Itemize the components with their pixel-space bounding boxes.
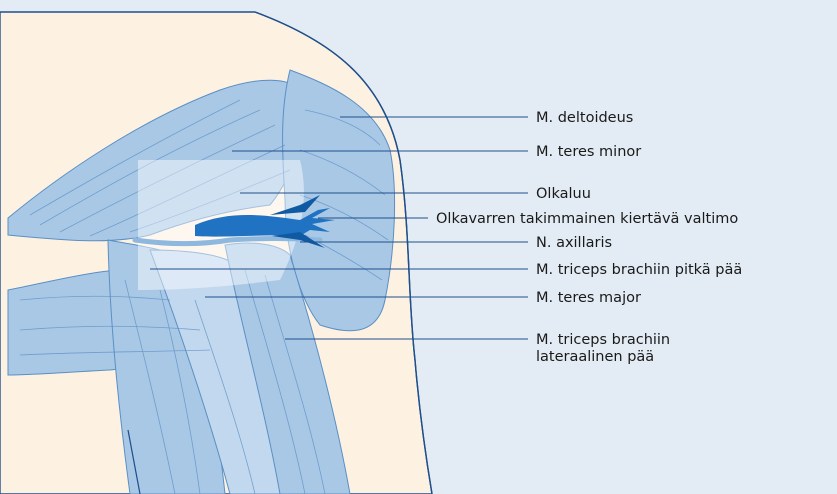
label-axillaris: N. axillaris (536, 235, 612, 251)
label-deltoideus: M. deltoideus (536, 110, 633, 126)
label-triceps-lateraalinen-line2: lateraalinen pää (536, 349, 654, 365)
label-olkaluu: Olkaluu (536, 186, 591, 202)
label-teres-minor: M. teres minor (536, 144, 641, 160)
label-triceps-pitka: M. triceps brachiin pitkä pää (536, 262, 742, 278)
label-triceps-lateraalinen-line1: M. triceps brachiin (536, 332, 670, 348)
label-teres-major: M. teres major (536, 290, 641, 306)
label-valtimo: Olkavarren takimmainen kiertävä valtimo (436, 211, 738, 227)
